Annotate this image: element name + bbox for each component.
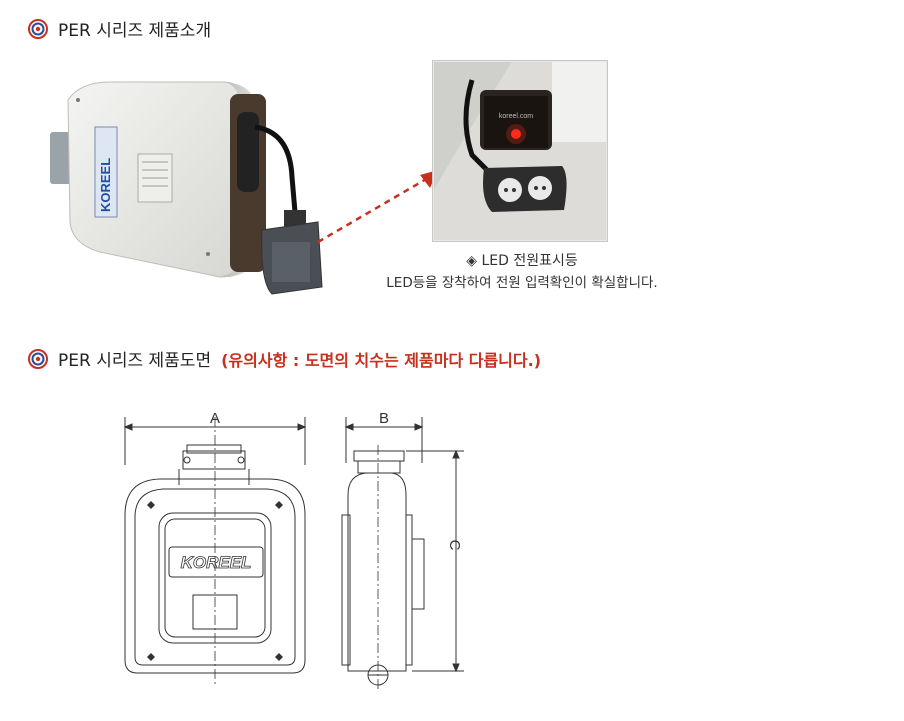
product-photo: KOREEL: [50, 81, 323, 295]
led-panel-text: koreel.com: [499, 113, 533, 120]
section-title-intro: PER 시리즈 제품소개: [28, 16, 211, 41]
section-title-text: PER 시리즈 제품도면: [58, 351, 212, 371]
arrow-icon: [317, 170, 438, 244]
led-caption: ◈ LED 전원표시등 LED등을 장착하여 전원 입력확인이 확실합니다.: [330, 250, 714, 294]
target-bullet-icon: [28, 18, 48, 39]
section-title-drawing: PER 시리즈 제품도면 (유의사항 : 도면의 치수는 제품마다 다릅니다.): [28, 346, 541, 371]
side-view-drawing: B C: [341, 410, 464, 690]
dim-b-label: B: [379, 410, 389, 427]
front-view-drawing: A KOREEL: [123, 410, 307, 685]
drawing-note: (유의사항 : 도면의 치수는 제품마다 다릅니다.): [221, 350, 542, 370]
drawing-logo-text: KOREEL: [181, 553, 252, 572]
led-caption-title: ◈ LED 전원표시등: [466, 253, 578, 269]
led-closeup-photo: koreel.com: [432, 60, 608, 242]
dim-c-label: C: [446, 540, 463, 551]
section-title-text: PER 시리즈 제품소개: [58, 21, 212, 41]
led-caption-desc: LED등을 장착하여 전원 입력확인이 확실합니다.: [386, 275, 658, 291]
dim-a-label: A: [210, 410, 220, 427]
target-bullet-icon: [28, 348, 48, 369]
product-logo: KOREEL: [98, 158, 113, 212]
